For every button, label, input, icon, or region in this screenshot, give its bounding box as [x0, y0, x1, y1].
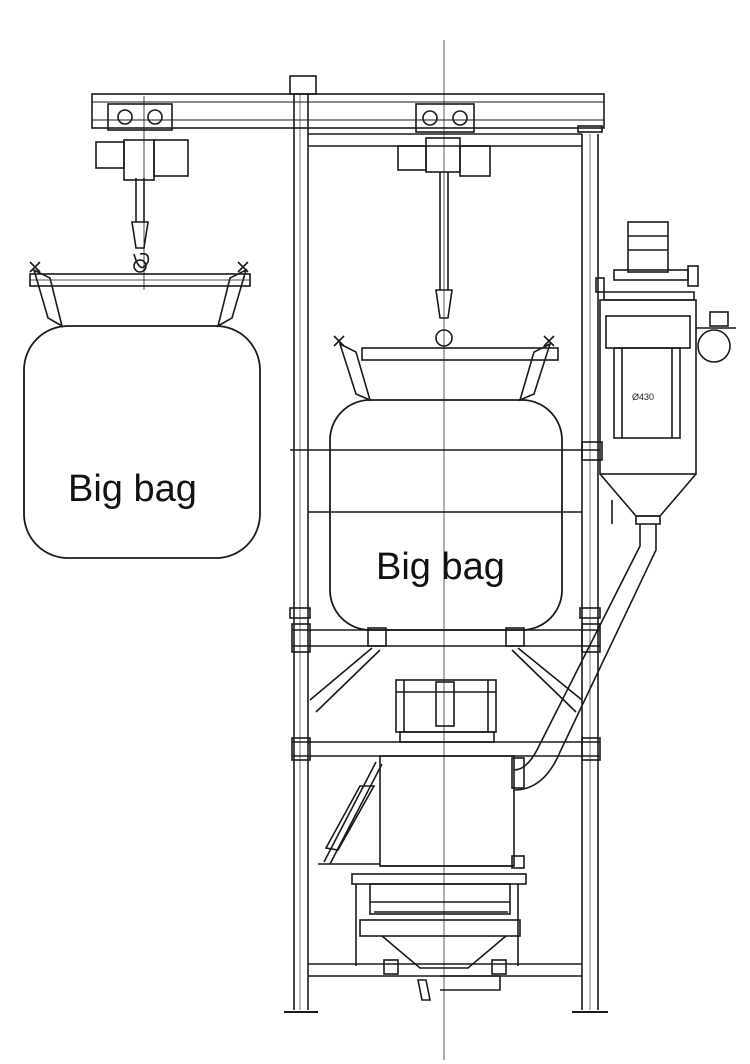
right-hoist-trolley	[397, 103, 491, 177]
bottom-frame-beam	[308, 963, 582, 1001]
overhead-crane-beam	[91, 93, 605, 133]
top-frame-beam	[308, 133, 582, 147]
lid-arm	[318, 761, 383, 865]
frame-crossbars	[290, 441, 603, 513]
bag-support-frame	[289, 607, 601, 713]
dust-duct	[513, 500, 657, 791]
discharge-head	[395, 679, 497, 743]
right-big-bag	[329, 399, 563, 631]
mixing-tank	[379, 755, 525, 869]
left-hoist-trolley	[95, 96, 189, 290]
big-bag-label-left: Big bag	[68, 468, 197, 510]
big-bag-label-right: Big bag	[376, 546, 505, 588]
main-frame-columns	[284, 75, 608, 1013]
svg-text:Ø430: Ø430	[632, 392, 654, 402]
left-hook-chain	[131, 178, 150, 273]
left-big-bag	[23, 325, 261, 559]
dust-collector: Ø430	[595, 221, 736, 525]
right-hook-chain	[435, 172, 453, 347]
vibrating-sieve	[351, 873, 527, 975]
